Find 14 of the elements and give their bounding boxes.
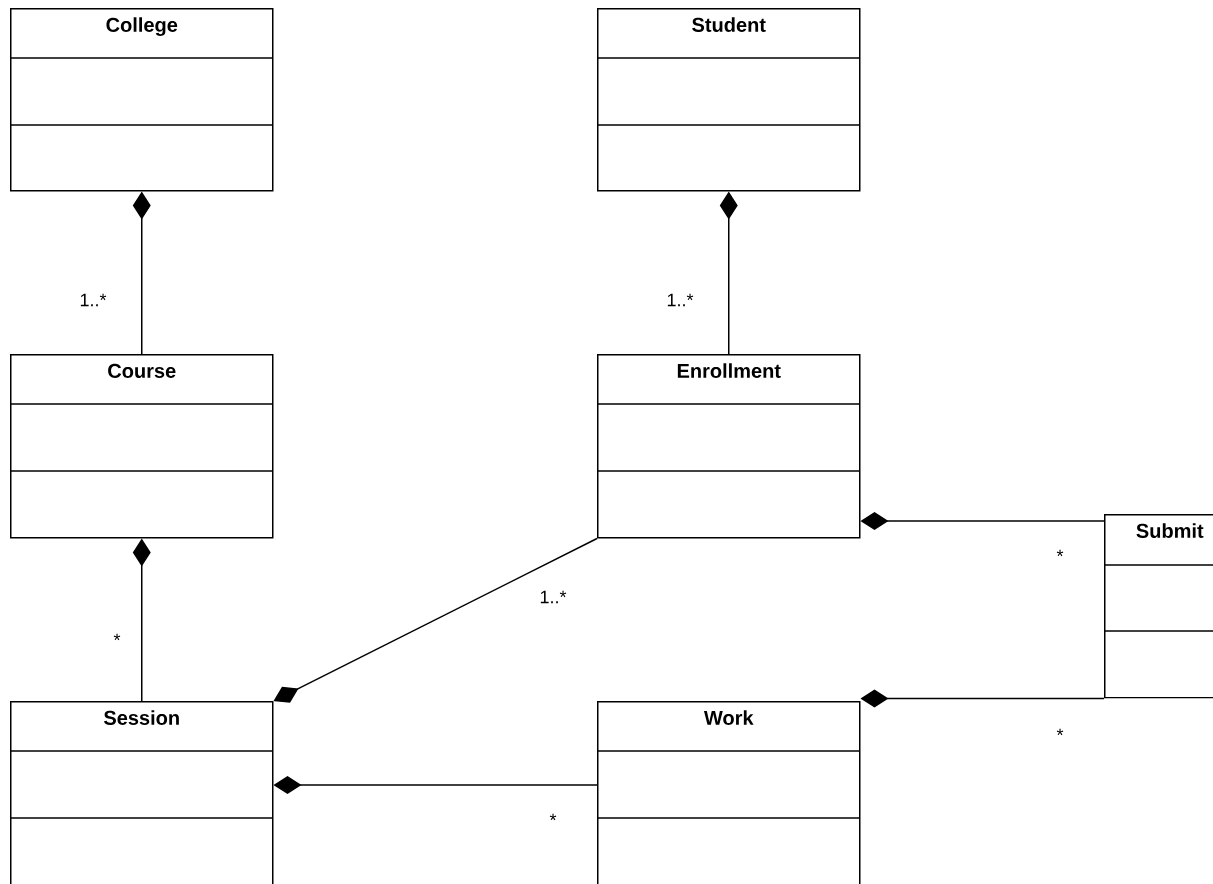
multiplicity-label: * [1056,728,1064,736]
class-box: Course [9,354,274,539]
multiplicity-label: * [113,633,121,641]
multiplicity-label: * [549,813,557,821]
multiplicity-label: 1..* [540,590,567,604]
multiplicity-label: 1..* [80,293,107,307]
class-box: College [9,8,274,192]
multiplicity-label: 1..* [667,293,694,307]
class-box: Session [9,701,274,884]
class-box: Enrollment [596,354,861,539]
class-box: Student [596,8,861,192]
class-box: Work [596,701,861,884]
class-box: Submit [1103,514,1213,699]
multiplicity-label: * [1056,549,1064,557]
